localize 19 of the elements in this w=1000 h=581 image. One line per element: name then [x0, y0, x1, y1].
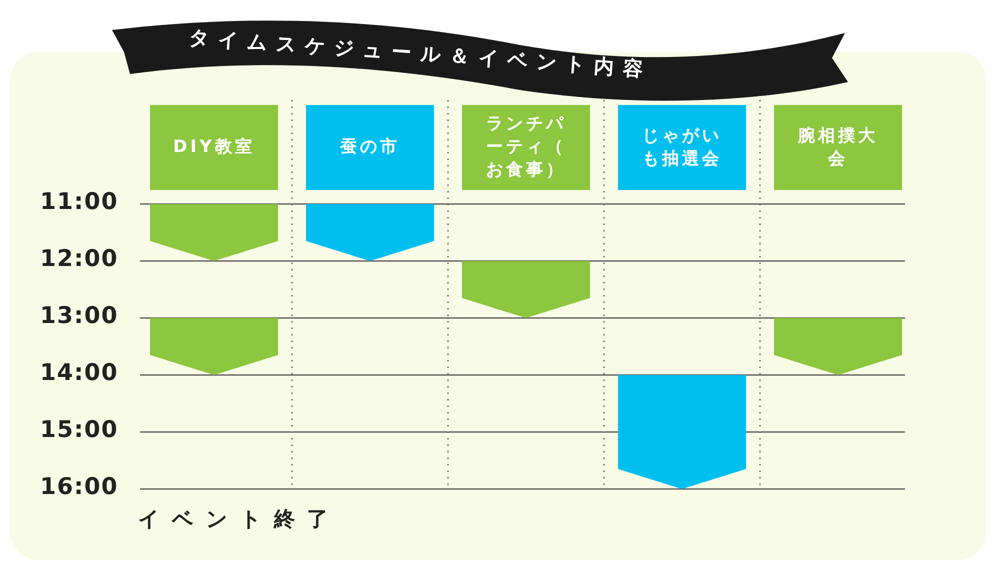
banner-title: タイムスケジュール＆イベント内容: [188, 24, 653, 84]
event-header-box: DIY教室: [150, 105, 278, 190]
time-label: 14:00: [40, 360, 118, 386]
time-label: 12:00: [40, 246, 118, 272]
time-bar: [618, 375, 746, 489]
end-note: イベント終了: [138, 506, 340, 533]
event-header-box: 蚕の市: [306, 105, 434, 190]
time-label: 13:00: [40, 303, 118, 329]
time-label: 11:00: [40, 189, 118, 215]
time-label: 15:00: [40, 417, 118, 443]
time-bar: [462, 261, 590, 318]
time-bar: [150, 318, 278, 375]
time-label: 16:00: [40, 474, 118, 500]
event-header-box: じゃがいも抽選会: [618, 105, 746, 190]
event-header-box: 腕相撲大会: [774, 105, 902, 190]
event-header-box: ランチパーティ（お食事）: [462, 105, 590, 190]
time-bar: [150, 204, 278, 261]
time-bar: [774, 318, 902, 375]
time-bar: [306, 204, 434, 261]
